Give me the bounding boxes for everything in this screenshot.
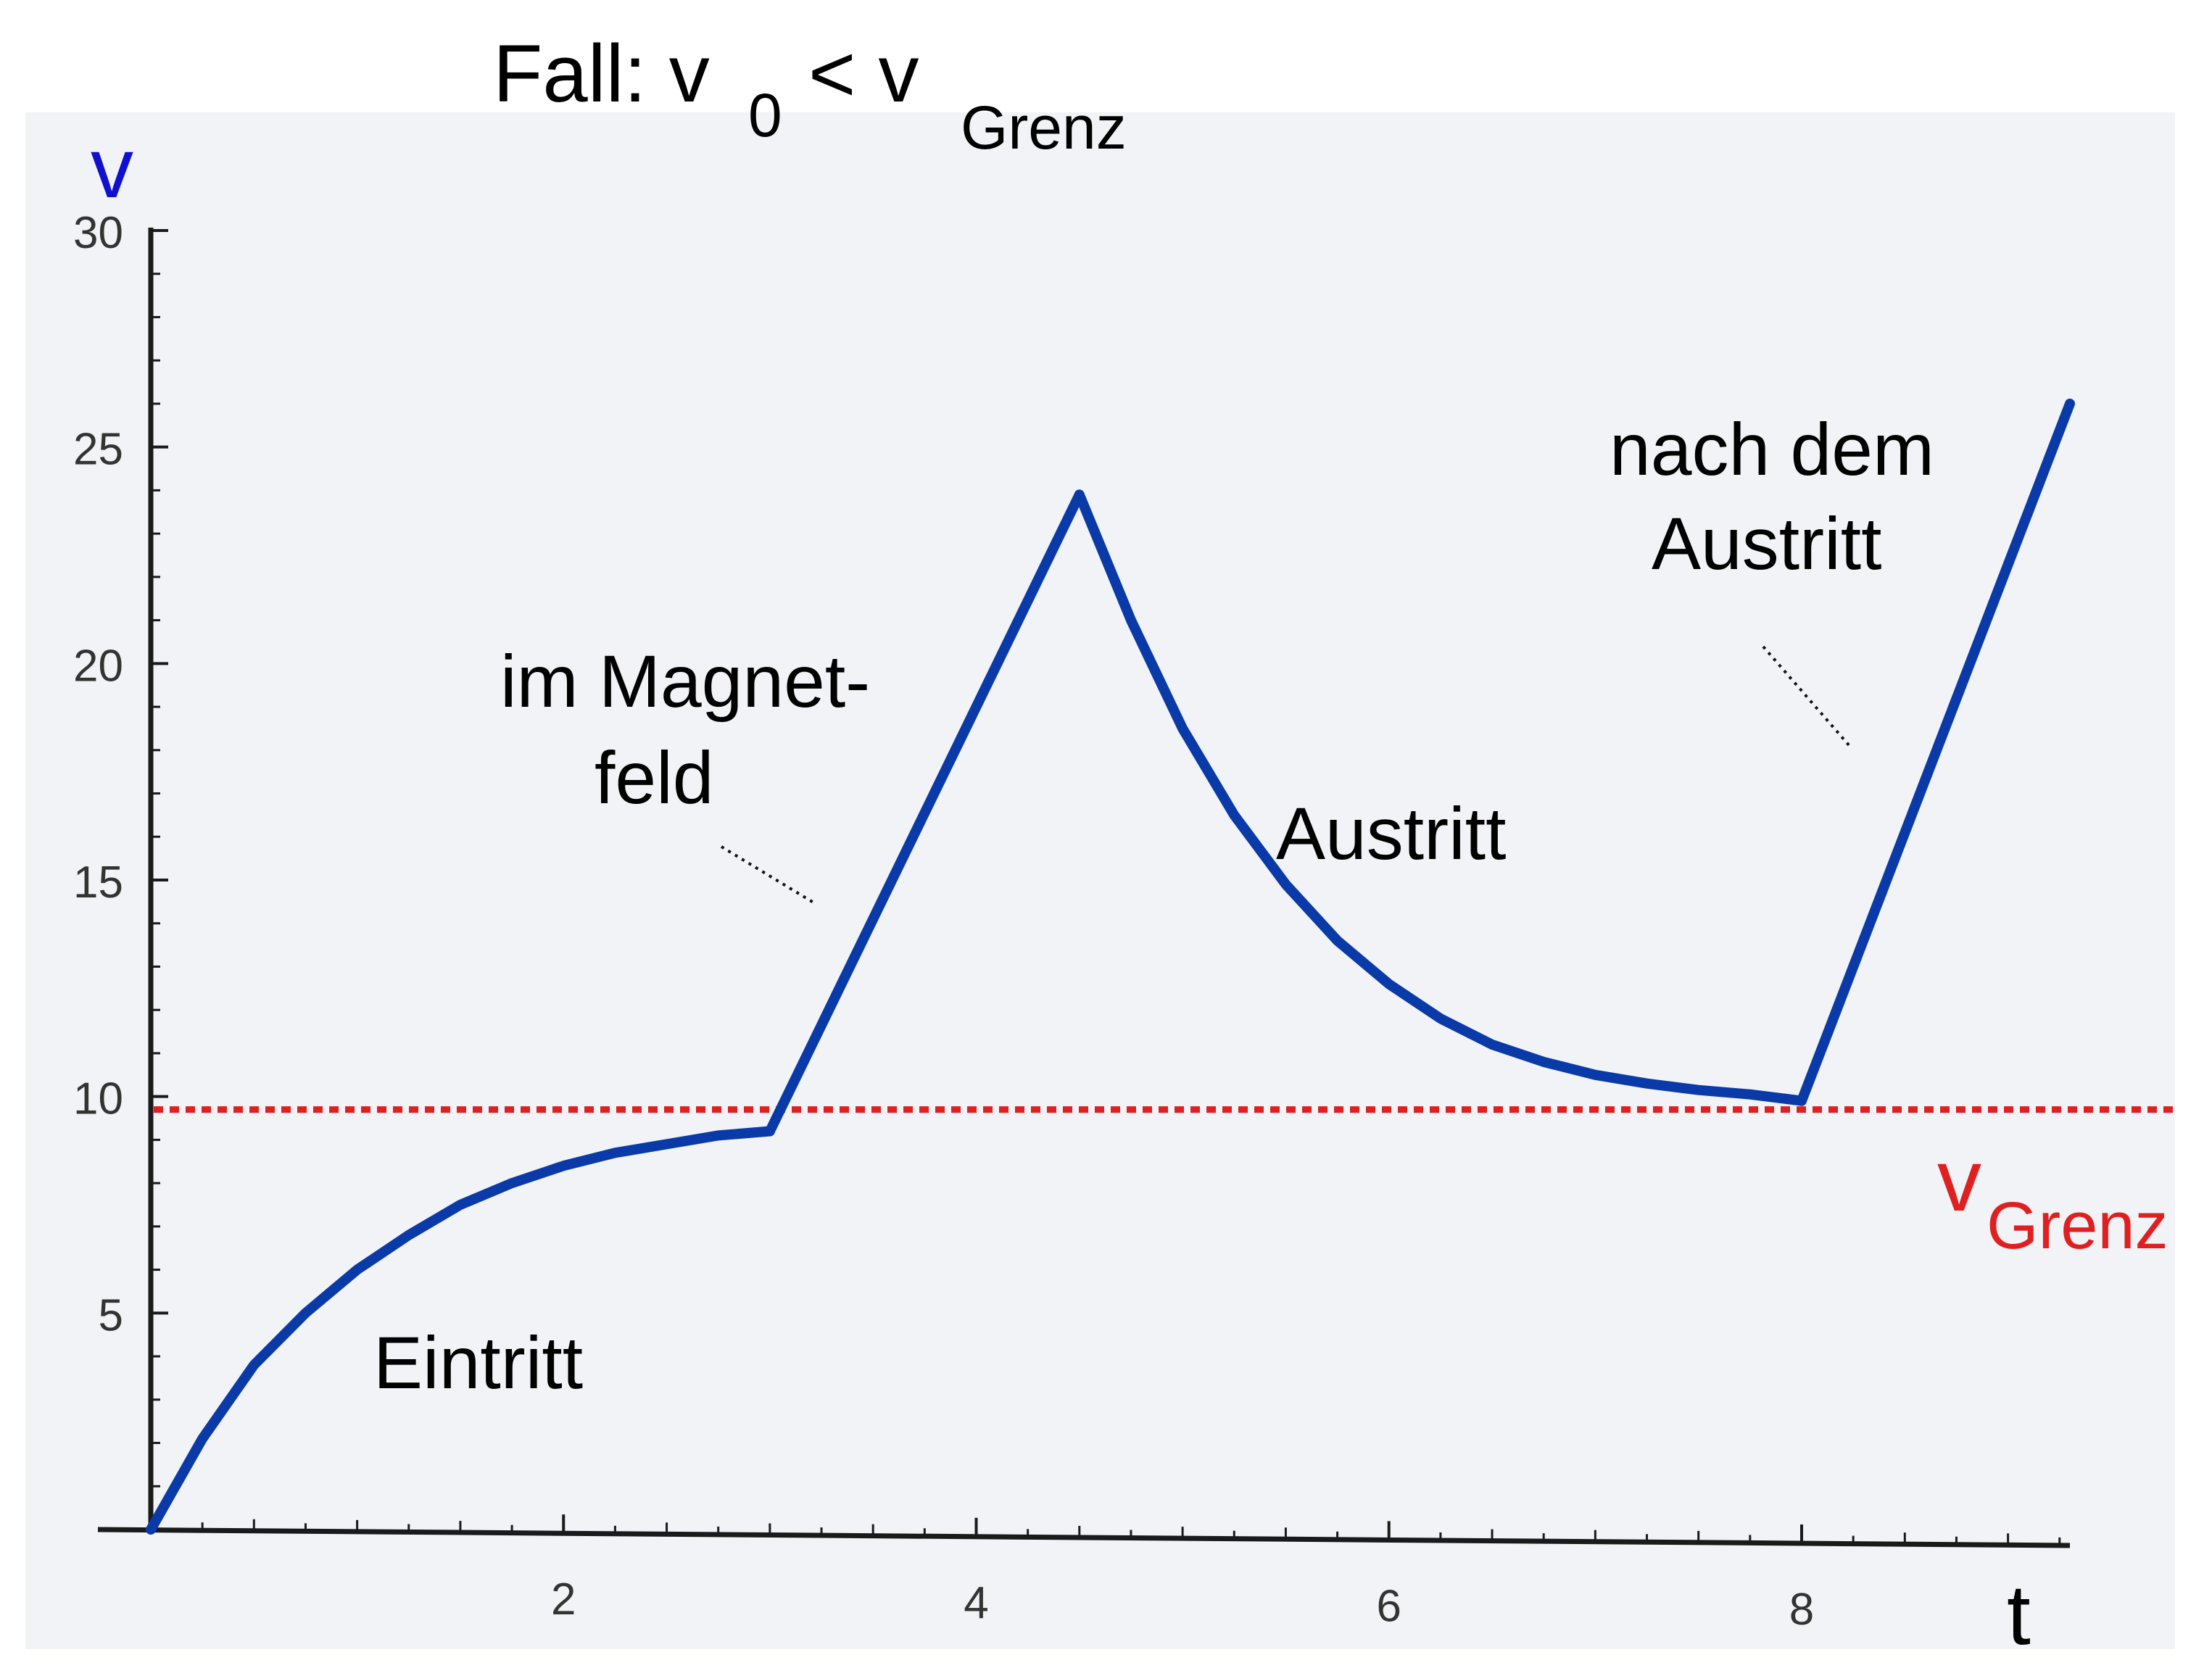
y-tick-label: 15 bbox=[73, 858, 123, 908]
axis-labels: v t bbox=[91, 120, 2031, 1663]
title-main: Fall: v bbox=[493, 28, 710, 119]
annotations: Eintritt im Magnet- feld Austritt nach d… bbox=[373, 408, 1934, 1404]
annotation-magnetfeld-line1: im Magnet- bbox=[500, 640, 870, 723]
x-axis-label: t bbox=[2007, 1567, 2031, 1663]
x-axis-line bbox=[97, 1527, 2071, 1548]
limit-label-main: v bbox=[1937, 1131, 1981, 1229]
leader-lines bbox=[720, 645, 1852, 904]
x-tick-label: 2 bbox=[551, 1574, 576, 1625]
title-subscript-0: 0 bbox=[748, 81, 782, 149]
limit-label-subscript: Grenz bbox=[1987, 1189, 2168, 1263]
y-axis-label: v bbox=[91, 120, 133, 216]
curve-segment-nach-dem-austritt bbox=[1797, 398, 2075, 1106]
curve-segment-im-magnetfeld bbox=[764, 489, 1085, 1137]
annotation-nach-dem-austritt-line1: nach dem bbox=[1610, 408, 1934, 491]
leader-magnetfeld bbox=[720, 845, 815, 904]
x-tick-label: 4 bbox=[964, 1578, 988, 1628]
y-tick-label: 25 bbox=[73, 425, 123, 475]
x-tick-label: 8 bbox=[1789, 1585, 1814, 1635]
y-tick-label: 5 bbox=[99, 1290, 123, 1340]
limit-label: v Grenz bbox=[1937, 1131, 2168, 1263]
y-tick-label: 10 bbox=[73, 1074, 123, 1124]
y-tick-label: 20 bbox=[73, 641, 123, 691]
title: Fall: v 0 < v Grenz bbox=[493, 28, 1127, 162]
plot-panel bbox=[25, 112, 2175, 1649]
y-tick-label: 30 bbox=[73, 208, 123, 258]
title-relation: < v bbox=[808, 28, 919, 119]
leader-nach-dem-austritt bbox=[1762, 645, 1852, 748]
curve-group bbox=[146, 398, 2075, 1535]
annotation-magnetfeld-line2: feld bbox=[595, 737, 713, 819]
x-tick-label: 6 bbox=[1376, 1581, 1401, 1631]
annotation-nach-dem-austritt-line2: Austritt bbox=[1652, 502, 1881, 585]
curve-segment-eintritt bbox=[146, 1126, 775, 1535]
title-subscript-grenz: Grenz bbox=[961, 94, 1127, 162]
curve-segment-austritt bbox=[1074, 489, 1807, 1106]
annotation-eintritt: Eintritt bbox=[373, 1321, 583, 1404]
axes: 5 10 15 20 25 30 2 4 6 8 bbox=[73, 208, 2071, 1635]
annotation-austritt: Austritt bbox=[1276, 792, 1506, 875]
